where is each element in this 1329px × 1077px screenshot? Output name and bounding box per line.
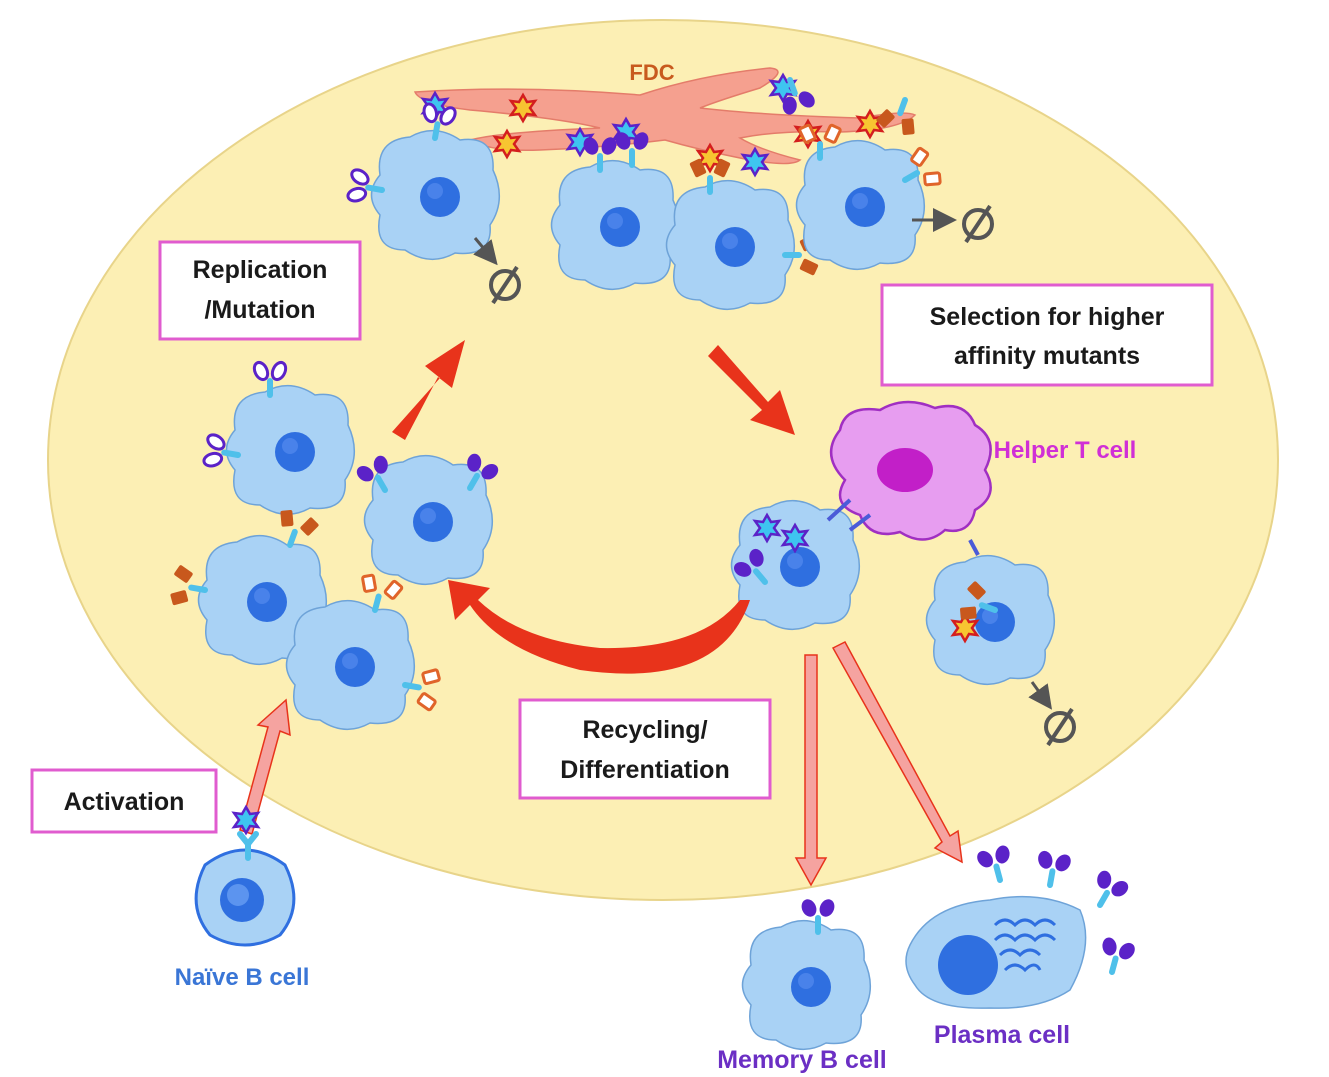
recycling-line1: Recycling/ bbox=[582, 716, 707, 744]
arrow-to-replication bbox=[392, 340, 465, 440]
replication-line2: /Mutation bbox=[204, 296, 315, 324]
apoptosis-text: ∅ bbox=[505, 296, 507, 299]
plasma-label: Plasma cell bbox=[934, 1021, 1070, 1049]
selection-line1: Selection for higher bbox=[930, 303, 1165, 331]
fdc-cell bbox=[413, 67, 917, 165]
arrow-to-memory bbox=[794, 654, 828, 887]
helper-t-label: Helper T cell bbox=[994, 437, 1137, 464]
b-cell-rejected bbox=[925, 539, 1056, 686]
naive-b-label: Naïve B cell bbox=[175, 964, 310, 991]
replication-line1: Replication bbox=[193, 256, 328, 284]
helper-t-cell bbox=[830, 400, 992, 541]
arrow-to-plasma bbox=[831, 641, 963, 864]
memory-b-cell bbox=[741, 897, 872, 1051]
apoptosis-2 bbox=[912, 204, 994, 244]
recycling-line2: Differentiation bbox=[560, 756, 729, 784]
arrow-to-selection bbox=[708, 345, 795, 435]
naive-b-cell bbox=[194, 805, 296, 947]
apoptosis-3 bbox=[1028, 681, 1076, 747]
plasma-cell bbox=[905, 895, 1087, 1009]
selection-line2: affinity mutants bbox=[954, 342, 1140, 370]
fdc-label: FDC bbox=[629, 60, 674, 85]
recycling-box: Recycling/ Differentiation bbox=[518, 698, 772, 800]
replication-box: Replication /Mutation bbox=[158, 240, 362, 341]
selection-box: Selection for higher affinity mutants bbox=[880, 283, 1214, 387]
activation-label: Activation bbox=[64, 788, 185, 816]
arrow-recycling bbox=[448, 580, 750, 674]
memory-b-label: Memory B cell bbox=[717, 1046, 887, 1074]
activation-box: Activation bbox=[30, 768, 218, 834]
b-cell-selected bbox=[728, 498, 872, 631]
apoptosis-1 bbox=[473, 237, 521, 305]
